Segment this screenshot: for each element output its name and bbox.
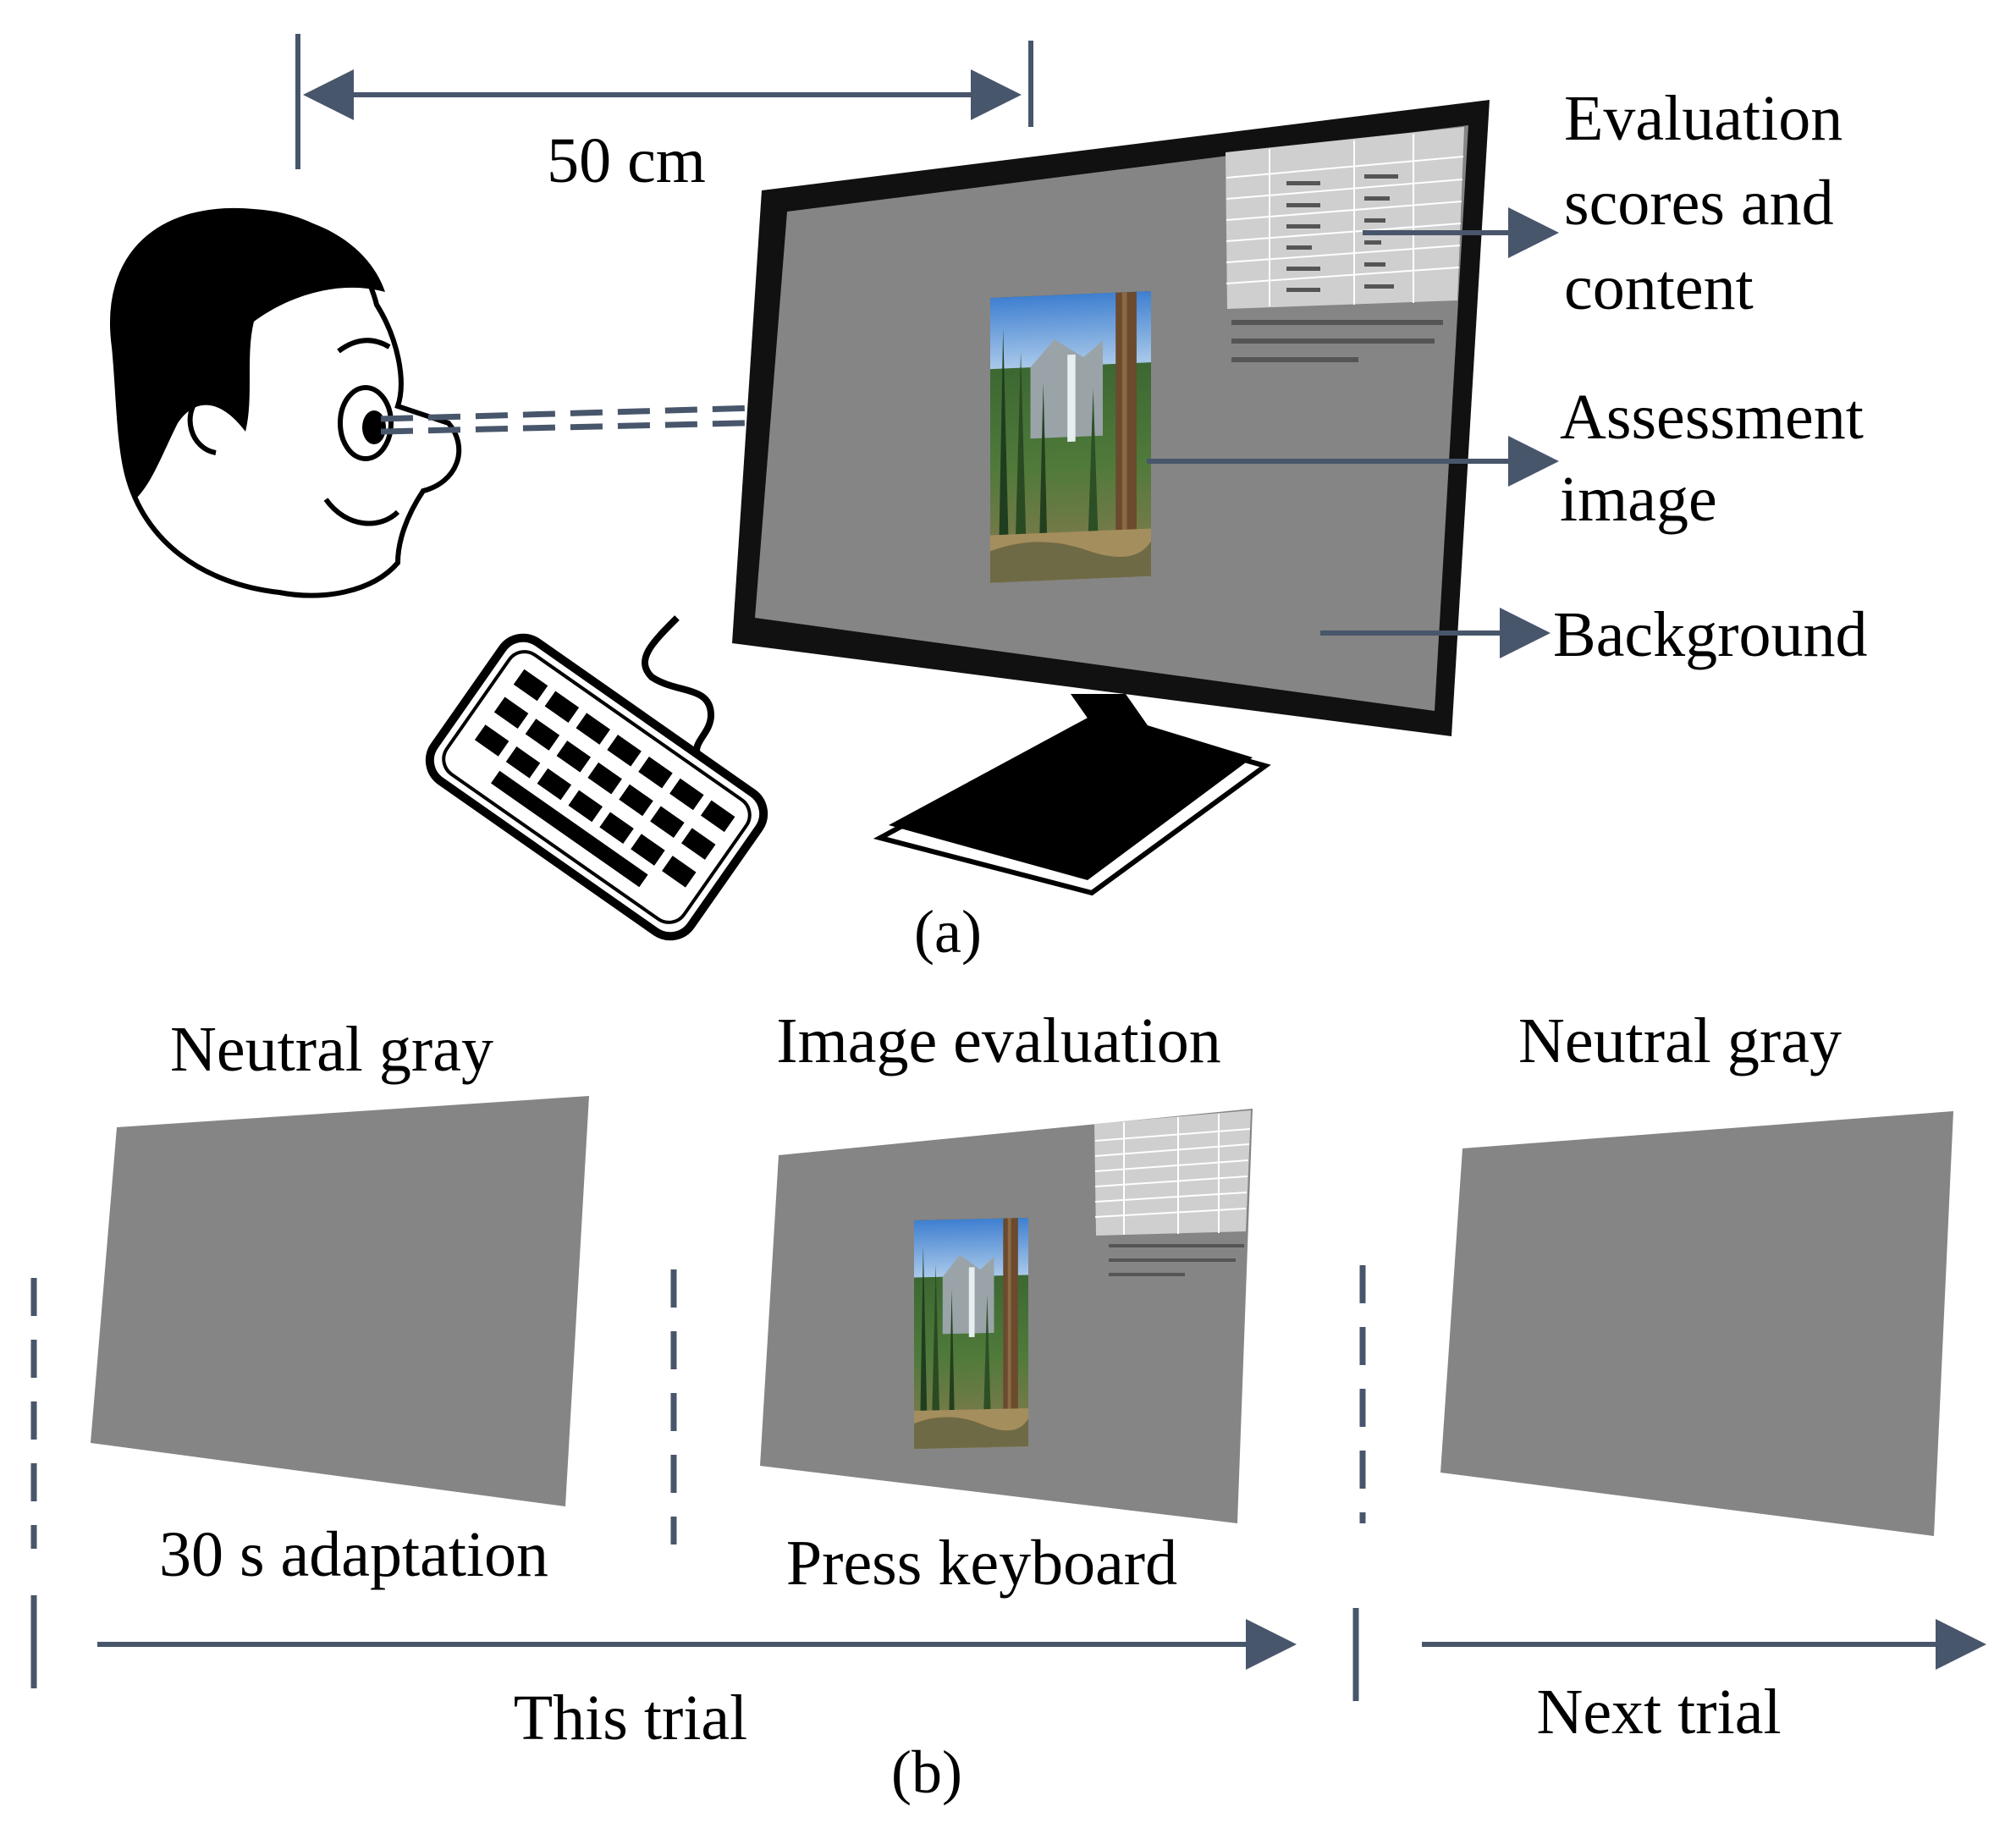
evaluation-screen bbox=[760, 1109, 1253, 1523]
keyboard-icon bbox=[425, 615, 768, 941]
callout-image-line2: image bbox=[1560, 464, 1717, 535]
neutral-gray-screen-1 bbox=[91, 1096, 589, 1506]
panel-b: Neutral gray Image evaluation Neutral gr… bbox=[30, 1005, 1986, 1806]
callout-scores-line1: Evaluation bbox=[1564, 83, 1842, 154]
next-trial-label: Next trial bbox=[1536, 1677, 1781, 1748]
head-icon bbox=[110, 207, 462, 598]
forest-image-icon bbox=[914, 1218, 1028, 1449]
forest-image-icon bbox=[990, 291, 1151, 583]
this-trial-label: This trial bbox=[514, 1682, 748, 1754]
callout-arrows bbox=[1147, 207, 1559, 658]
distance-measure: 50 cm bbox=[295, 34, 1033, 196]
caption-a: (a) bbox=[914, 898, 982, 966]
callout-background: Background bbox=[1553, 599, 1867, 670]
stage1-title: Neutral gray bbox=[170, 1014, 493, 1085]
score-table bbox=[1226, 127, 1464, 362]
caption-b: (b) bbox=[891, 1738, 962, 1806]
stage2-note: Press keyboard bbox=[786, 1528, 1177, 1599]
monitor-icon bbox=[732, 100, 1490, 896]
callout-scores-line2: scores and bbox=[1564, 168, 1834, 239]
callout-scores-line3: content bbox=[1564, 252, 1754, 323]
stage1-note: 30 s adaptation bbox=[159, 1519, 548, 1590]
distance-label: 50 cm bbox=[547, 125, 706, 196]
callout-labels: Evaluation scores and content Assessment… bbox=[1553, 83, 1867, 670]
panel-a: 50 cm bbox=[110, 34, 1867, 966]
stage-separators bbox=[30, 1265, 1366, 1701]
callout-image-line1: Assessment bbox=[1560, 382, 1864, 453]
neutral-gray-screen-2 bbox=[1440, 1111, 1953, 1536]
stage3-title: Neutral gray bbox=[1518, 1005, 1842, 1076]
timeline: This trial Next trial bbox=[97, 1619, 1986, 1754]
stage2-title: Image evaluation bbox=[776, 1005, 1220, 1076]
